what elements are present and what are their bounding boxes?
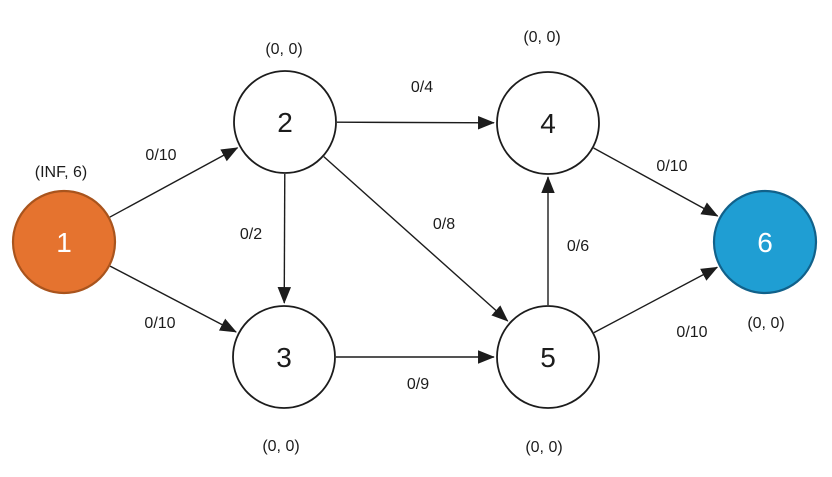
node-label-6: 6 (757, 227, 773, 258)
edge-2-to-3 (277, 173, 292, 304)
node-label-3: 3 (276, 342, 292, 373)
edge-label-4-6: 0/10 (656, 158, 687, 175)
edge-1-to-3 (109, 265, 237, 333)
edge-label-2-5: 0/8 (433, 216, 455, 233)
node-circle-2 (233, 70, 337, 174)
node-circle-6-sink (712, 189, 818, 295)
edge-label-2-3: 0/2 (240, 226, 262, 243)
node-circle-1-source (11, 189, 117, 295)
nodes-layer: 1 2 3 4 5 6 (11, 70, 818, 409)
edge-4-to-6 (593, 147, 719, 217)
node-annotation-4: (0, 0) (523, 29, 560, 46)
edge-1-to-2 (109, 147, 239, 218)
edge-2-to-4 (336, 116, 495, 130)
node-annotation-6: (0, 0) (747, 315, 784, 332)
node-label-2: 2 (277, 107, 293, 138)
node-circle-4 (496, 71, 600, 175)
node-annotation-3: (0, 0) (262, 438, 299, 455)
edge-2-to-5 (323, 156, 509, 322)
edge-label-3-5: 0/9 (407, 376, 429, 393)
edge-label-5-4: 0/6 (567, 238, 589, 255)
edge-5-to-6 (593, 266, 719, 334)
edge-label-5-6: 0/10 (676, 324, 707, 341)
node-circle-5 (496, 305, 600, 409)
node-label-1: 1 (56, 227, 72, 258)
node-label-4: 4 (540, 108, 556, 139)
node-annotation-1: (INF, 6) (35, 164, 87, 181)
node-annotation-5: (0, 0) (525, 439, 562, 456)
node-circle-3 (232, 305, 336, 409)
edge-label-1-2: 0/10 (145, 147, 176, 164)
edges-layer (109, 116, 719, 364)
edge-label-2-4: 0/4 (411, 79, 433, 96)
edge-label-1-3: 0/10 (144, 315, 175, 332)
node-label-5: 5 (540, 342, 556, 373)
labels-layer: 0/10 0/10 0/4 0/2 0/8 0/9 0/6 0/10 0/10 (INF, 6) (… (35, 29, 785, 456)
node-annotation-2: (0, 0) (265, 41, 302, 58)
